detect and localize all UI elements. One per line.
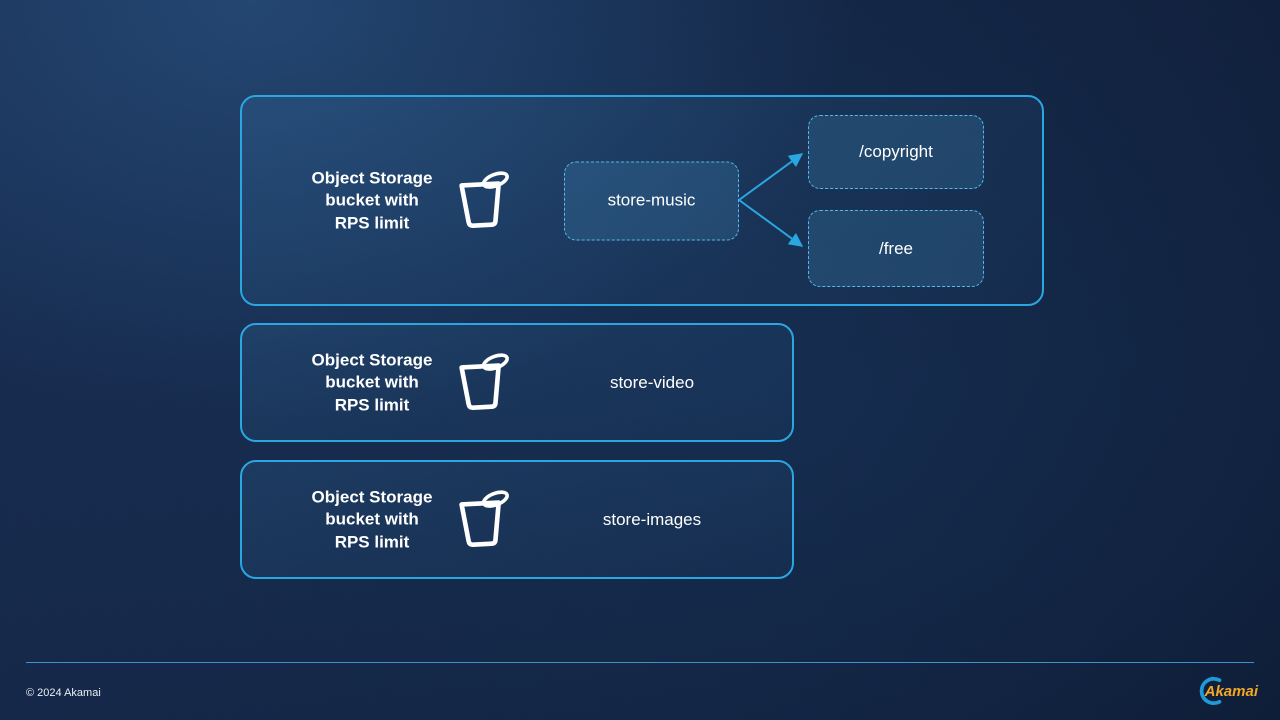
bucket-label: Object Storage bucket with RPS limit	[284, 167, 460, 235]
akamai-logo: Akamai	[1196, 676, 1258, 706]
node-free-path: /free	[808, 210, 984, 287]
group-store-images: Object Storage bucket with RPS limit sto…	[240, 460, 794, 579]
bucket-label-line: Object Storage	[311, 167, 433, 187]
bucket-label-line: RPS limit	[334, 212, 410, 232]
bucket-label-line: bucket with	[325, 372, 419, 392]
akamai-logo-text: Akamai	[1204, 682, 1258, 700]
bucket-label-line: bucket with	[325, 190, 419, 210]
bucket-label-line: RPS limit	[334, 531, 410, 551]
bucket-name-text: store-images	[602, 509, 702, 529]
bucket-icon	[446, 348, 515, 417]
bucket-label: Object Storage bucket with RPS limit	[284, 349, 460, 417]
node-store-music: store-music	[564, 161, 739, 240]
footer-divider	[26, 662, 1254, 663]
akamai-swoosh-icon	[1199, 676, 1221, 706]
node-label: store-music	[607, 190, 696, 210]
bucket-label-line: Object Storage	[311, 486, 433, 506]
bucket-label-line: bucket with	[325, 509, 419, 529]
group-store-music: Object Storage bucket with RPS limit sto…	[240, 95, 1044, 306]
bucket-name-text: store-video	[609, 372, 695, 392]
bucket-icon	[446, 485, 515, 554]
group-store-video: Object Storage bucket with RPS limit sto…	[240, 323, 794, 442]
bucket-icon	[446, 166, 515, 235]
node-label: /copyright	[859, 142, 933, 161]
node-copyright-path: /copyright	[808, 115, 984, 189]
bucket-label-line: RPS limit	[334, 394, 410, 414]
bucket-label: Object Storage bucket with RPS limit	[284, 486, 460, 554]
bucket-label-line: Object Storage	[311, 349, 433, 369]
node-label: /free	[878, 238, 914, 258]
copyright-text: © 2024 Akamai	[26, 687, 101, 699]
